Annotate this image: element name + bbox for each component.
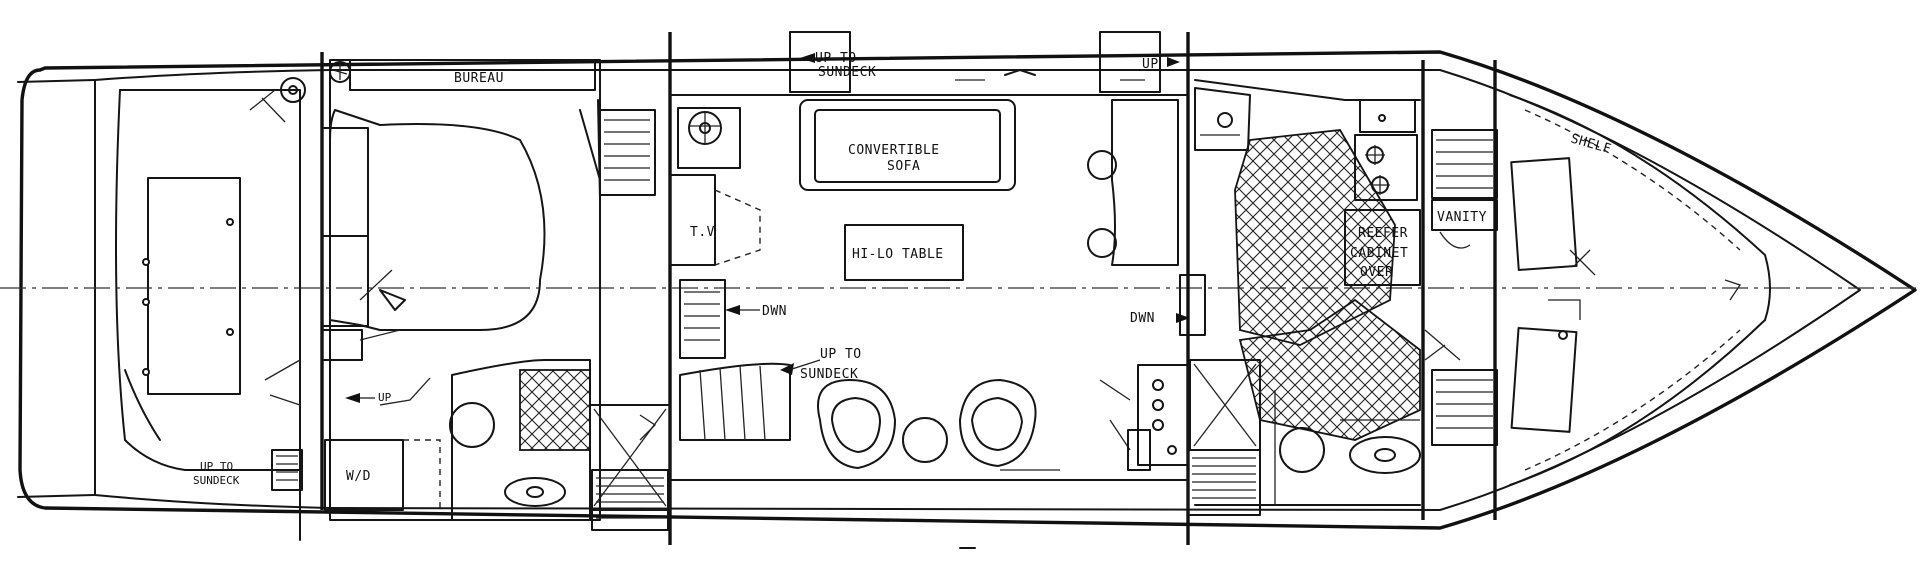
hardware-details [639, 69, 1145, 549]
up-top-label: UP [1142, 57, 1159, 72]
reefer-label: REEFER [1358, 226, 1408, 241]
v-berth-cushion-bottom [1510, 327, 1578, 433]
reefer [1344, 209, 1421, 286]
aft-deck [115, 77, 406, 541]
burner-icon [1152, 419, 1164, 431]
cabinet-label-1: CABINET [1350, 246, 1408, 261]
bureau [349, 59, 596, 91]
bureau-label: BUREAU [454, 71, 504, 86]
master-bed [329, 109, 546, 331]
shelf-label: SHELF [1569, 131, 1613, 157]
convertible-sofa [799, 99, 1016, 191]
convertible-sofa-label-2: SOFA [887, 159, 920, 174]
up-aft-label: UP [378, 391, 392, 404]
hilo-table [844, 224, 964, 281]
down-left-label: DWN [762, 304, 787, 319]
hilo-table-label: HI-LO TABLE [852, 247, 944, 262]
up-to-sundeck-aft-label-2: SUNDECK [193, 474, 240, 487]
wd-label: W/D [346, 469, 371, 484]
up-to-sundeck-top-label-1: UP TO [815, 51, 857, 66]
swim-platform-hatch [147, 177, 241, 395]
head-toilet-aft-icon [449, 402, 495, 448]
up-to-sundeck-mid-label-2: SUNDECK [800, 367, 858, 382]
tv-cabinet [669, 174, 716, 266]
hull-outline [0, 50, 1920, 530]
vanity [1431, 199, 1498, 231]
side-table-icon [902, 417, 948, 463]
burner-icon [1152, 379, 1164, 391]
head-toilet-fwd-icon [1279, 427, 1325, 473]
tv-label: T.V [690, 225, 715, 240]
armchair-right [959, 379, 1037, 467]
galley-sink [1194, 87, 1251, 151]
sink-aft-icon [504, 477, 566, 507]
v-berth-cushion-top [1510, 157, 1578, 271]
washer-dryer [324, 439, 404, 511]
guest-stateroom: REEFER CABINET OVER VANITY [1194, 60, 1498, 520]
stool-icon [1087, 228, 1117, 258]
settee-cushion-top [321, 127, 369, 237]
helm-wheel-aft-icon [280, 77, 306, 103]
convertible-sofa-label-1: CONVERTIBLE [848, 143, 940, 158]
master-stateroom: BUREAU [320, 52, 656, 521]
galley [1099, 359, 1261, 516]
settee-cushion-bottom [321, 235, 369, 327]
up-to-sundeck-mid-label-1: UP TO [820, 347, 862, 362]
sink-fwd-icon [1349, 436, 1421, 474]
up-to-sundeck-aft-label-1: UP TO [200, 460, 233, 473]
stool-icon [1087, 150, 1117, 180]
bar-counter [1111, 99, 1179, 266]
armchair-left [817, 379, 896, 469]
vanity-label: VANITY [1437, 210, 1487, 225]
cabinet-label-2: OVER [1360, 265, 1393, 280]
up-to-sundeck-top-label-2: SUNDECK [818, 65, 876, 80]
down-right-label: DWN [1130, 311, 1155, 326]
salon: UP TO SUNDECK UP CONVERTIBLE SOFA T.V HI… [589, 31, 1206, 545]
washer-dryer-area: W/D UP TO SUNDECK UP [193, 391, 441, 511]
burner-icon [1152, 399, 1164, 411]
